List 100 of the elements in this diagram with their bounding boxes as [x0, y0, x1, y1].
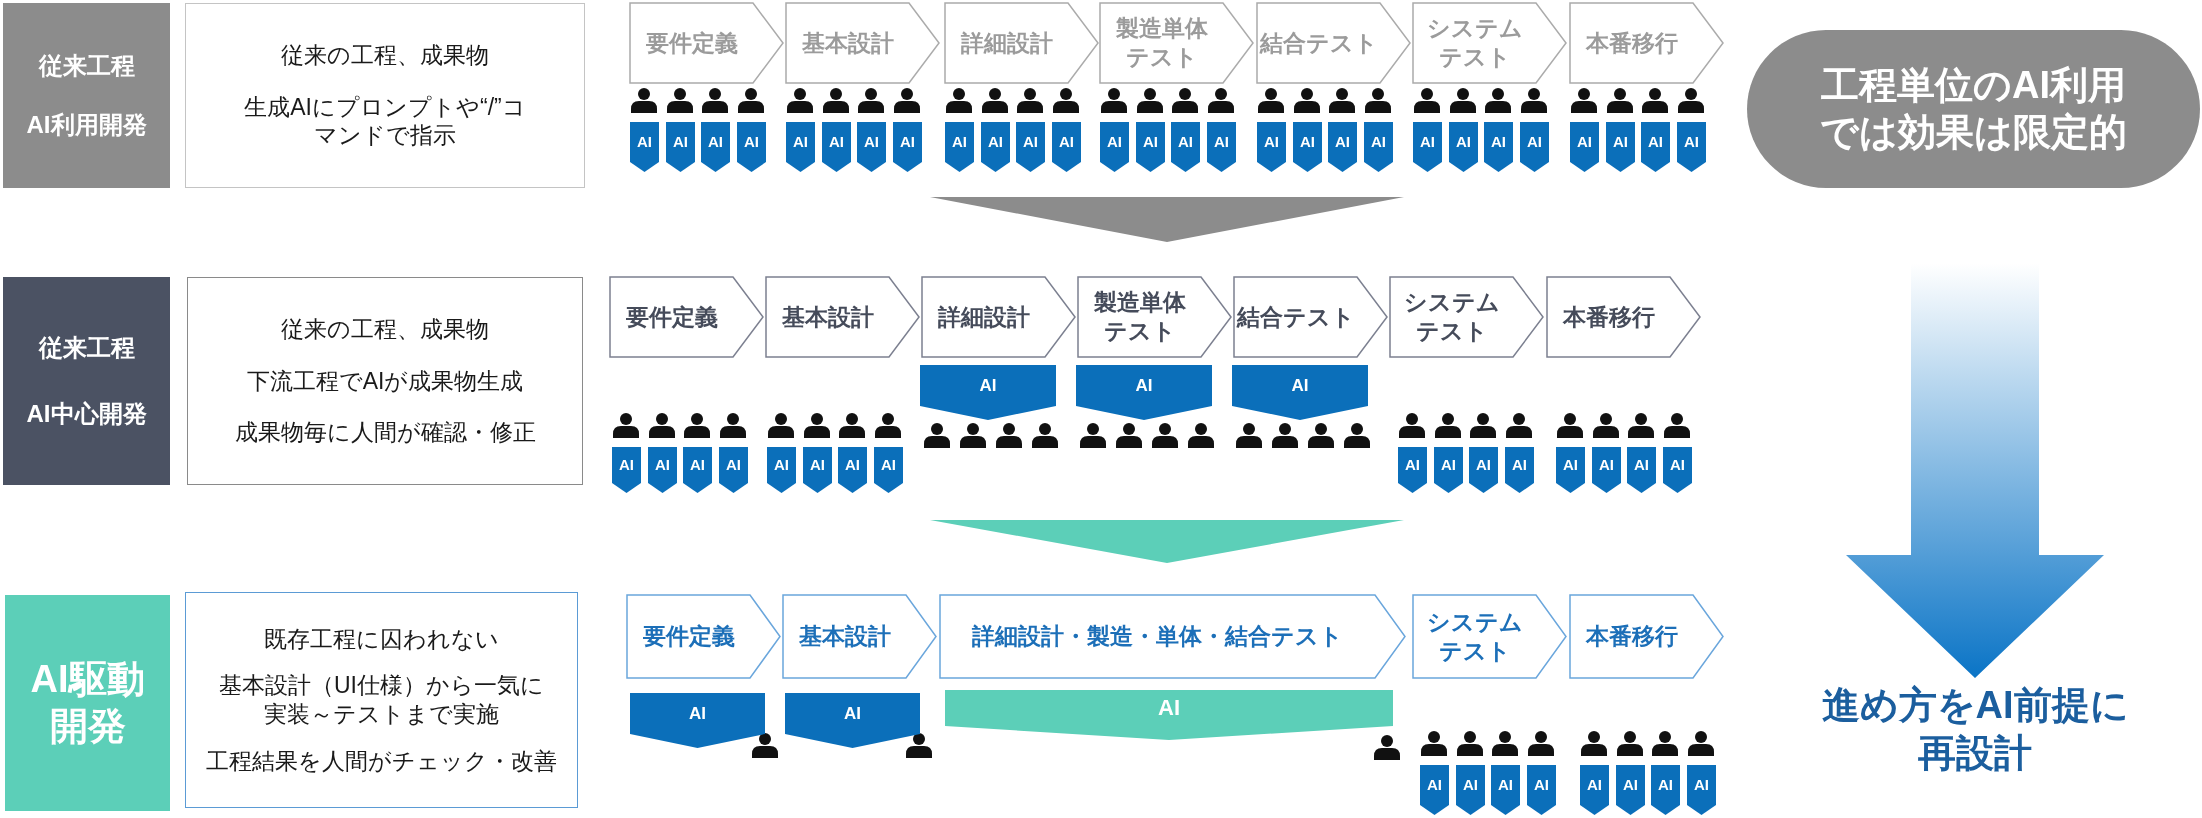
ai-tag: [1592, 447, 1621, 493]
ai-tag: [857, 122, 886, 172]
process-step-box: [1413, 3, 1566, 83]
ai-tag: [1449, 122, 1478, 172]
tag-text: AI: [1405, 455, 1420, 475]
process-step-box: [1100, 3, 1253, 83]
ai-tag: [1016, 122, 1045, 172]
tag-text: AI: [793, 132, 808, 152]
tag-text: AI: [1670, 455, 1685, 475]
downward-wedge: [930, 197, 1404, 242]
ai-tag: [1616, 765, 1645, 815]
step-label: 要件定義: [642, 622, 735, 651]
ai-tag: [1207, 122, 1236, 172]
tag-text: AI: [1143, 132, 1158, 152]
tag-text: AI: [1527, 132, 1542, 152]
row-label-text: 従来工程: [38, 51, 135, 82]
ai-tag: [683, 447, 712, 493]
ai-tag: [1520, 122, 1549, 172]
ai-tag: [893, 122, 922, 172]
ai-tag: [786, 122, 815, 172]
tag-text: AI: [1498, 775, 1513, 795]
banner-text: AI: [1135, 374, 1153, 397]
step-label: システムテスト: [1425, 14, 1524, 72]
tag-text: AI: [1107, 132, 1122, 152]
tag-text: AI: [774, 455, 789, 475]
tag-text: AI: [1371, 132, 1386, 152]
ai-banner: [1076, 365, 1212, 420]
step-label: 要件定義: [625, 302, 718, 332]
tag-text: AI: [810, 455, 825, 475]
ai-tag: [1641, 122, 1670, 172]
banner-text: AI: [689, 702, 706, 725]
tag-text: AI: [1420, 132, 1435, 152]
process-step-box: [940, 595, 1405, 678]
ai-tag: [630, 122, 659, 172]
description-text: 工程結果を人間がチェック・改善: [206, 746, 557, 776]
process-step-box: [922, 277, 1075, 357]
ai-banner: [1232, 365, 1368, 420]
row-label-box: [5, 595, 170, 811]
tag-text: AI: [1648, 132, 1663, 152]
process-step-box: [783, 595, 936, 678]
ai-tag: [803, 447, 832, 493]
tag-text: AI: [845, 455, 860, 475]
ai-banner: [630, 693, 765, 748]
ai-tag: [1456, 765, 1485, 815]
step-label: 製造単体テスト: [1114, 14, 1209, 72]
conclusion-text: 進め方をAI前提に再設計: [1820, 683, 2130, 776]
tag-text: AI: [1587, 775, 1602, 795]
ai-tag: [1171, 122, 1200, 172]
tag-text: AI: [673, 132, 688, 152]
ai-tag: [767, 447, 796, 493]
tag-text: AI: [1264, 132, 1279, 152]
process-step-box: [627, 595, 780, 678]
row-label-box: [3, 3, 170, 188]
ai-tag: [838, 447, 867, 493]
tag-text: AI: [1534, 775, 1549, 795]
ai-tag: [1293, 122, 1322, 172]
ai-tag: [1398, 447, 1427, 493]
description-box: [187, 277, 583, 485]
description-text: 下流工程でAIが成果物生成: [246, 366, 524, 396]
step-label: 本番移行: [1562, 302, 1655, 332]
tag-text: AI: [900, 132, 915, 152]
tag-text: AI: [1563, 455, 1578, 475]
step-label: 基本設計: [801, 28, 894, 58]
tag-text: AI: [690, 455, 705, 475]
ai-tag: [945, 122, 974, 172]
tag-text: AI: [952, 132, 967, 152]
process-step-box: [1234, 277, 1387, 357]
downward-wedge: [930, 520, 1404, 563]
ai-banner: [945, 690, 1393, 740]
ai-tag: [1556, 447, 1585, 493]
step-label: 詳細設計・製造・単体・結合テスト: [972, 622, 1343, 651]
ai-tag: [1364, 122, 1393, 172]
tag-text: AI: [1178, 132, 1193, 152]
ai-tag: [1677, 122, 1706, 172]
ai-tag: [1570, 122, 1599, 172]
description-text: 既存工程に囚われない: [264, 624, 499, 654]
ai-tag: [1627, 447, 1656, 493]
step-label: 本番移行: [1585, 622, 1678, 651]
step-label: システムテスト: [1402, 288, 1501, 346]
process-step-box: [766, 277, 919, 357]
ai-tag: [1484, 122, 1513, 172]
ai-tag: [1606, 122, 1635, 172]
tag-text: AI: [655, 455, 670, 475]
ai-tag: [666, 122, 695, 172]
description-text: 基本設計（UI仕様）から一気に実装～テストまで実施: [218, 671, 545, 729]
ai-tag: [737, 122, 766, 172]
process-step-box: [610, 277, 763, 357]
ai-banner: [920, 365, 1056, 420]
tag-text: AI: [726, 455, 741, 475]
description-box: [185, 592, 578, 808]
tag-text: AI: [1456, 132, 1471, 152]
ai-tag: [981, 122, 1010, 172]
step-label: 基本設計: [781, 302, 874, 332]
process-step-box: [630, 3, 783, 83]
description-text: 成果物毎に人間が確認・修正: [234, 418, 536, 448]
banner-text: AI: [844, 702, 861, 725]
process-step-box: [1547, 277, 1700, 357]
ai-banner: [785, 693, 920, 748]
process-step-box: [1570, 595, 1723, 678]
ai-tag: [1136, 122, 1165, 172]
